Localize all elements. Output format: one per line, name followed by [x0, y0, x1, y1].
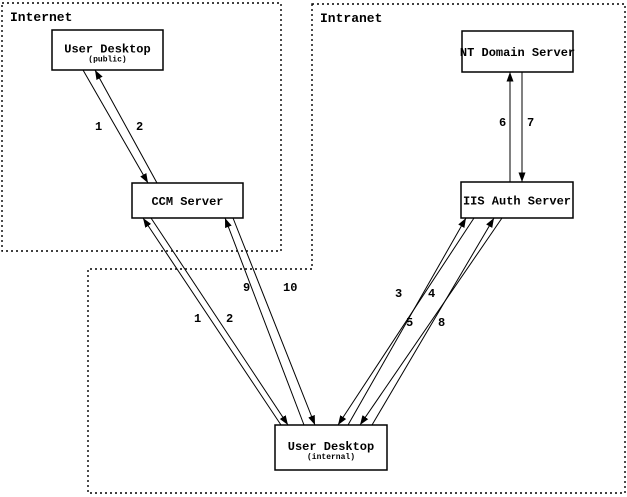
edge-layer — [82, 69, 526, 426]
edge-6-iis-to-nt-label: 6 — [499, 116, 506, 130]
internet-zone-label: Internet — [10, 10, 72, 25]
edge-label-layer: 1 2 1 2 9 10 3 4 5 8 6 7 — [95, 116, 534, 330]
edge-4-iis-to-internal — [337, 217, 475, 426]
iis-auth-server: IIS Auth Server — [460, 181, 574, 219]
edge-4-iis-to-internal-label: 4 — [428, 287, 435, 301]
user-desktop-public-subtitle: (public) — [88, 56, 126, 65]
edge-1-internal-to-ccm — [142, 217, 282, 426]
edge-3-internal-to-iis — [347, 217, 467, 426]
nt-domain-server: NT Domain Server — [460, 30, 575, 73]
edge-1-public-to-ccm-label: 1 — [95, 120, 102, 134]
intranet-zone-border — [87, 3, 626, 494]
edge-1-internal-to-ccm-label: 1 — [194, 312, 201, 326]
user-desktop-internal-box — [274, 424, 388, 471]
edge-10-ccm-to-internal — [232, 217, 316, 426]
ccm-server: CCM Server — [131, 182, 244, 219]
edge-8-iis-to-internal — [359, 217, 503, 426]
user-desktop-internal: User Desktop(internal) — [274, 424, 388, 471]
user-desktop-public: User Desktop(public) — [51, 29, 164, 71]
edge-1-public-to-ccm — [82, 69, 149, 184]
internet-zone-border — [1, 2, 282, 252]
intranet-zone-label: Intranet — [320, 11, 382, 26]
edge-8-iis-to-internal-label: 8 — [438, 316, 445, 330]
edge-2-ccm-to-public — [94, 69, 158, 184]
edge-7-nt-to-iis-label: 7 — [527, 116, 534, 130]
edge-10-ccm-to-internal-label: 10 — [283, 281, 297, 295]
user-desktop-internal-subtitle: (internal) — [307, 453, 355, 462]
ccm-server-title: CCM Server — [151, 195, 223, 209]
nt-domain-server-box — [461, 30, 574, 73]
user-desktop-public-box — [51, 29, 164, 71]
edge-2-ccm-to-internal-label: 2 — [226, 312, 233, 326]
edge-9-internal-to-ccm — [224, 217, 305, 426]
edge-9-internal-to-ccm-label: 9 — [243, 281, 250, 295]
iis-auth-server-box — [460, 181, 574, 219]
iis-auth-server-title: IIS Auth Server — [463, 195, 571, 209]
edge-2-ccm-to-public-label: 2 — [136, 120, 143, 134]
user-desktop-public-title: User Desktop — [64, 43, 150, 57]
ccm-server-box — [131, 182, 244, 219]
edge-3-internal-to-iis-label: 3 — [395, 287, 402, 301]
nt-domain-server-title: NT Domain Server — [460, 46, 575, 60]
edge-2-ccm-to-internal — [150, 217, 289, 426]
user-desktop-internal-title: User Desktop — [288, 440, 374, 454]
edge-5-internal-to-iis — [371, 217, 495, 426]
edge-5-internal-to-iis-label: 5 — [406, 316, 413, 330]
